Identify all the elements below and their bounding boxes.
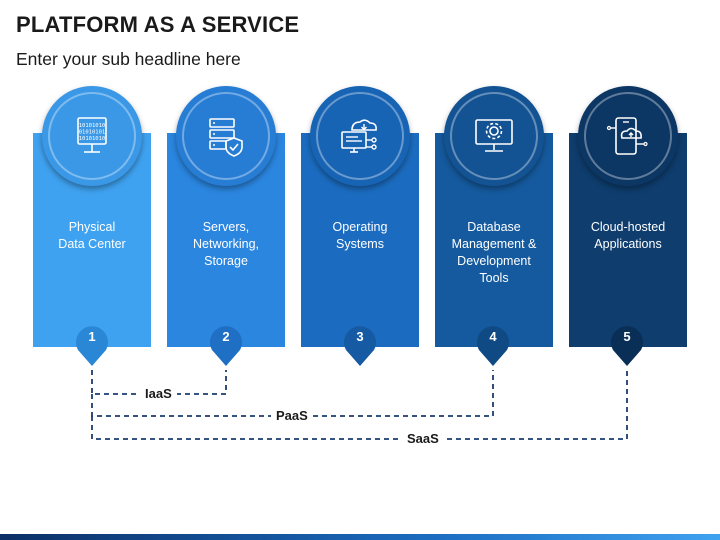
server-rack-binary-icon: 10101010 01010101 10101010 bbox=[77, 117, 107, 153]
step-circle-1: 10101010 01010101 10101010 bbox=[42, 86, 142, 186]
monitor-cloud-icon bbox=[341, 119, 377, 153]
bracket-label-iaas: IaaS bbox=[140, 386, 177, 401]
step-circle-4 bbox=[444, 86, 544, 186]
svg-text:10101010: 10101010 bbox=[79, 123, 106, 129]
monitor-gear-icon bbox=[475, 119, 513, 152]
svg-text:01010101: 01010101 bbox=[79, 130, 106, 136]
step-label-1: Physical Data Center bbox=[58, 220, 126, 251]
step-pin-2 bbox=[210, 326, 242, 366]
step-circle-5 bbox=[578, 86, 678, 186]
step-label-3: Operating Systems bbox=[332, 220, 388, 251]
step-circle-3 bbox=[310, 86, 410, 186]
server-shield-icon bbox=[209, 118, 243, 157]
step-card-2: Servers, Networking, Storage bbox=[167, 133, 285, 347]
step-number-5: 5 bbox=[623, 329, 631, 344]
step-label-5: Cloud-hosted Applications bbox=[590, 220, 666, 251]
step-pin-5 bbox=[611, 326, 643, 366]
step-number-2: 2 bbox=[222, 329, 230, 344]
step-number-1: 1 bbox=[88, 329, 96, 344]
step-number-4: 4 bbox=[489, 329, 497, 344]
step-label-4: Database Management & Development Tools bbox=[451, 220, 537, 285]
step-number-3: 3 bbox=[356, 329, 364, 344]
step-pin-3 bbox=[344, 326, 376, 366]
page-title: PLATFORM AS A SERVICE bbox=[16, 12, 300, 37]
page-subtitle: Enter your sub headline here bbox=[16, 49, 241, 69]
svg-text:10101010: 10101010 bbox=[79, 136, 106, 142]
bottom-accent-bar bbox=[0, 534, 720, 540]
step-pin-1 bbox=[76, 326, 108, 366]
step-circle-2 bbox=[176, 86, 276, 186]
phone-cloud-icon bbox=[606, 117, 648, 155]
bracket-label-saas: SaaS bbox=[402, 431, 444, 446]
step-label-2: Servers, Networking, Storage bbox=[193, 220, 259, 268]
step-pin-4 bbox=[477, 326, 509, 366]
bracket-label-paas: PaaS bbox=[271, 408, 313, 423]
